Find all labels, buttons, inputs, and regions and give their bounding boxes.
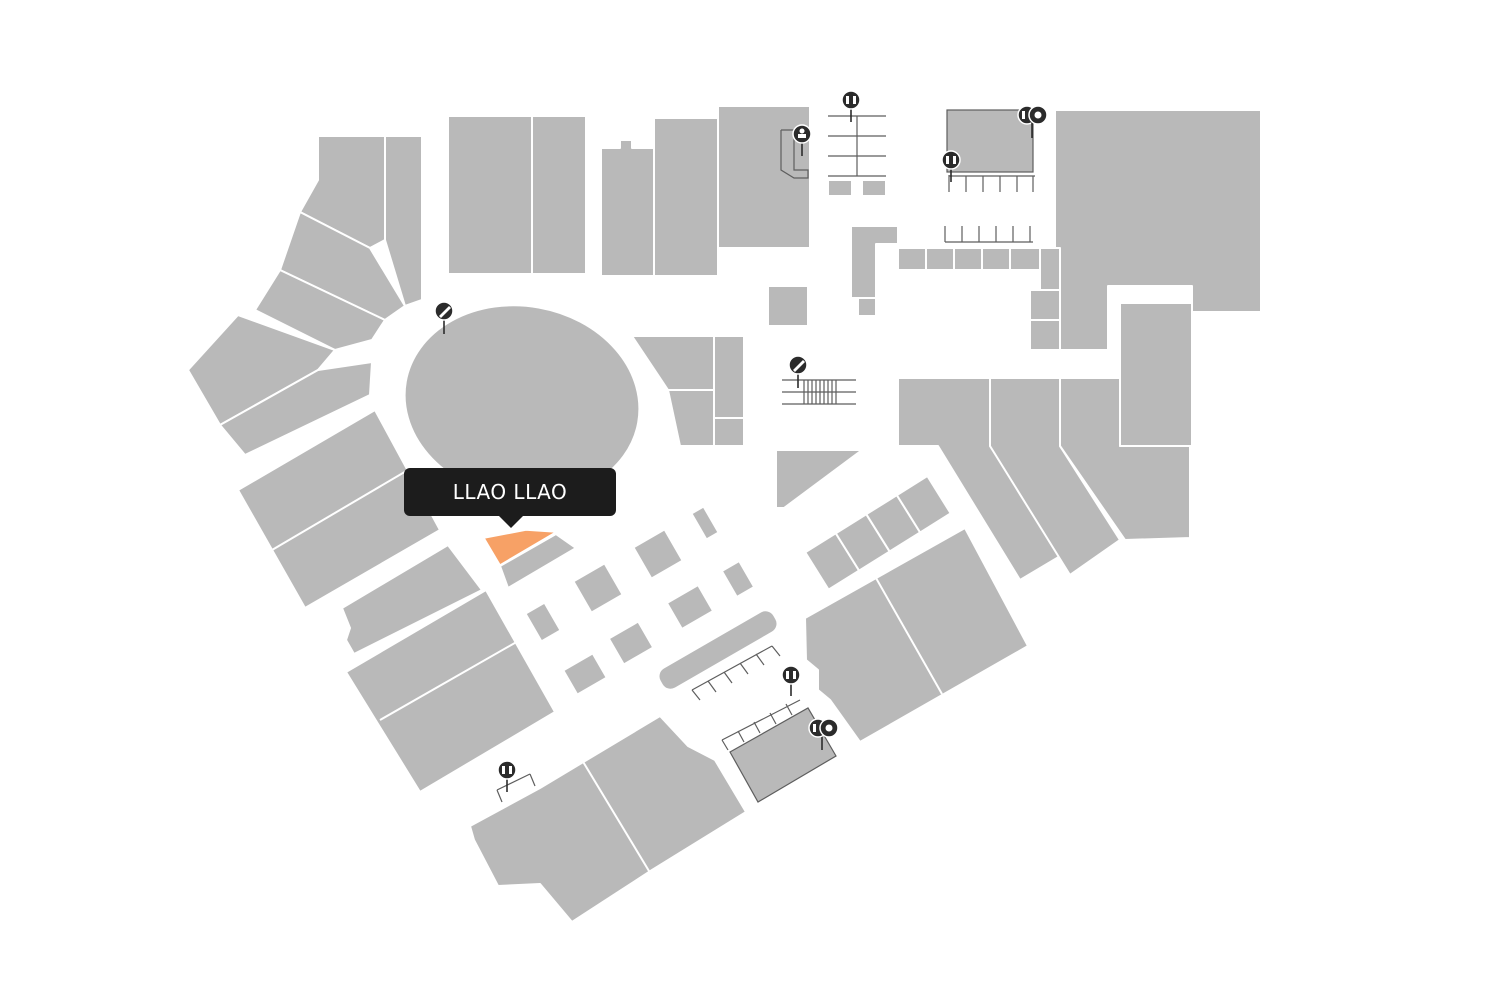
store-unit[interactable] xyxy=(953,247,983,271)
store-unit[interactable] xyxy=(1009,247,1041,271)
store-unit[interactable] xyxy=(531,115,587,275)
accessible-restroom-icon[interactable] xyxy=(808,718,839,750)
top-restroom-grid xyxy=(827,115,887,197)
mid-top-stores xyxy=(767,225,1061,351)
store-tooltip-label: LLAO LLAO xyxy=(452,480,568,504)
escalator-stairs xyxy=(782,379,856,405)
kiosk-unit[interactable] xyxy=(562,652,608,696)
selected-store-llao-llao[interactable] xyxy=(482,529,559,567)
escalator-icon[interactable] xyxy=(434,301,454,334)
store-unit[interactable] xyxy=(775,449,863,509)
kiosk-unit[interactable] xyxy=(690,505,720,541)
store-unit[interactable] xyxy=(341,544,483,655)
store-unit[interactable] xyxy=(279,211,406,321)
store-unit[interactable] xyxy=(447,115,533,275)
center-stores xyxy=(631,335,863,509)
store-unit[interactable] xyxy=(254,269,386,351)
store-unit[interactable] xyxy=(850,225,899,299)
angled-stores-east xyxy=(804,475,952,591)
top-row-stores xyxy=(447,105,811,277)
kiosk-unit[interactable] xyxy=(524,601,562,643)
restroom-icon[interactable] xyxy=(781,665,801,696)
store-unit[interactable] xyxy=(600,139,655,277)
kiosk-unit[interactable] xyxy=(607,620,655,666)
escalator-icon[interactable] xyxy=(788,355,808,388)
store-unit[interactable] xyxy=(713,335,745,419)
store-unit[interactable] xyxy=(1029,289,1061,321)
kiosk-unit[interactable] xyxy=(572,562,624,614)
store-unit[interactable] xyxy=(384,135,423,307)
store-unit[interactable] xyxy=(925,247,955,271)
kiosk-strip[interactable] xyxy=(655,607,781,694)
restroom-icon[interactable] xyxy=(497,760,517,792)
store-unit[interactable] xyxy=(857,297,877,317)
kiosk-grid xyxy=(524,505,781,696)
store-unit[interactable] xyxy=(1039,247,1061,291)
right-wing-stores xyxy=(897,302,1193,581)
kiosk-unit[interactable] xyxy=(720,560,756,598)
store-unit[interactable] xyxy=(981,247,1011,271)
parking-top xyxy=(944,175,1035,243)
store-unit[interactable] xyxy=(713,417,745,447)
store-unit[interactable] xyxy=(767,285,809,327)
top-right-service-block[interactable] xyxy=(946,109,1034,173)
baby-changing-icon[interactable] xyxy=(792,124,812,156)
anchor-store-southeast[interactable] xyxy=(804,527,1029,743)
store-unit[interactable] xyxy=(219,361,373,456)
kiosk-unit[interactable] xyxy=(632,528,684,580)
store-unit[interactable] xyxy=(237,409,441,609)
anchor-store-south[interactable] xyxy=(469,715,747,923)
restroom-icon[interactable] xyxy=(841,90,861,122)
left-wing-stores xyxy=(187,135,423,456)
west-stores xyxy=(237,409,556,793)
anchor-store-northeast[interactable] xyxy=(1054,109,1262,351)
store-unit[interactable] xyxy=(897,247,927,271)
parking-south xyxy=(496,645,801,803)
store-unit[interactable] xyxy=(1029,319,1061,351)
store-unit[interactable] xyxy=(1119,302,1193,447)
restroom-icon[interactable] xyxy=(941,150,961,182)
store-unit[interactable] xyxy=(653,117,719,277)
store-unit[interactable] xyxy=(895,475,952,534)
kiosk-unit[interactable] xyxy=(665,584,715,630)
accessible-restroom-icon[interactable] xyxy=(1028,105,1048,138)
store-tooltip[interactable]: LLAO LLAO xyxy=(404,468,616,528)
store-unit[interactable] xyxy=(499,533,577,589)
store-unit[interactable] xyxy=(345,589,556,793)
